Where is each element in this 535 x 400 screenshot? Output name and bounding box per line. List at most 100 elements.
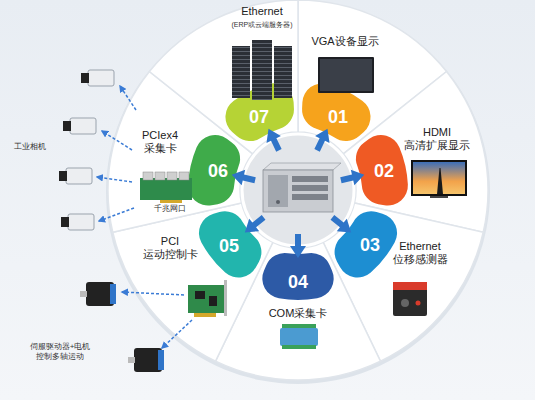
callout-number: 05 — [219, 236, 239, 258]
number-petal — [356, 135, 408, 206]
chip — [209, 296, 217, 306]
camera-body — [68, 214, 94, 230]
industrial-pc — [263, 163, 341, 212]
industrial-cameras — [59, 70, 136, 230]
hdmi-display — [411, 160, 467, 198]
tv-stand — [430, 196, 448, 198]
number-petal — [302, 83, 370, 141]
number-petal — [188, 135, 240, 206]
ethernet-port — [155, 172, 165, 180]
camera-lens — [59, 171, 67, 181]
hub-arrow — [261, 125, 286, 154]
sensor-body — [393, 282, 427, 316]
hub-arrow — [310, 125, 335, 154]
motor-arrow — [122, 292, 184, 295]
pc-top — [263, 163, 341, 170]
motor-shaft — [80, 291, 87, 297]
number-petal — [262, 253, 333, 300]
segment-label: PCIex4 采集卡 — [124, 129, 196, 155]
pc-front — [263, 170, 333, 212]
camera-body — [70, 118, 96, 134]
card-board — [140, 178, 192, 200]
camera-arrow — [97, 177, 132, 182]
callout-number: 06 — [208, 161, 228, 183]
camera — [81, 70, 114, 86]
pci-card — [188, 280, 227, 317]
camera-arrow — [120, 86, 136, 110]
camera — [63, 118, 96, 134]
pcie-card — [140, 172, 192, 203]
card-bracket — [224, 280, 227, 316]
port-label: 千兆网口 — [140, 204, 200, 213]
com-module — [280, 324, 318, 349]
callout-number: 01 — [328, 107, 348, 129]
number-petal — [199, 211, 261, 277]
hub-arrow — [240, 211, 269, 238]
ethernet-port — [143, 172, 153, 180]
drive-bay — [292, 176, 328, 182]
hub-arrow — [339, 167, 366, 188]
terminal-block — [282, 324, 316, 329]
callout-number: 03 — [360, 235, 380, 257]
displacement-sensor — [393, 282, 427, 316]
vga-monitor — [318, 57, 374, 93]
monitor-frame — [318, 57, 374, 93]
server-rack — [232, 40, 292, 100]
camera-lens — [81, 73, 89, 83]
servo-motor — [80, 282, 116, 306]
sensor-cap — [393, 282, 427, 290]
camera-body — [88, 70, 114, 86]
terminal-block — [282, 345, 316, 349]
ethernet-port — [167, 172, 177, 180]
motor-body — [86, 282, 114, 306]
servo-motors — [80, 282, 192, 372]
hub-arrow — [327, 211, 356, 238]
sensor-emitter — [416, 301, 421, 306]
tv-frame — [411, 160, 467, 196]
module-body — [280, 328, 318, 346]
camera-arrow — [102, 131, 132, 150]
ethernet-port — [179, 172, 189, 180]
tv-screen — [413, 162, 465, 194]
motor-cap — [158, 350, 164, 370]
callout-number: 04 — [288, 272, 308, 294]
power-button — [276, 200, 280, 204]
callout-number: 02 — [374, 161, 394, 183]
motor-body — [134, 348, 162, 372]
number-petal — [225, 83, 293, 141]
monitor-screen — [320, 59, 372, 91]
motor-links — [122, 292, 192, 348]
wheel-segment: 07Ethernet(ERP或云端服务器) — [149, 0, 298, 154]
rack — [252, 40, 272, 100]
segment-label: Ethernet 位移感测器 — [384, 240, 456, 266]
number-petal — [335, 211, 397, 277]
camera-links — [97, 86, 136, 221]
camera-arrow — [99, 208, 134, 221]
pc-panel — [268, 175, 288, 207]
servo-motor — [128, 348, 164, 372]
camera-lens — [63, 121, 71, 131]
camera-label: 工业相机 — [14, 142, 46, 152]
callout-number: 07 — [249, 107, 269, 129]
card-board — [188, 285, 224, 313]
segment-label: HDMI 高清扩展显示 — [401, 126, 473, 152]
segment-label: COM采集卡 — [262, 307, 334, 320]
motor-label: 伺服驱动器+电机 控制多轴运动 — [21, 342, 99, 363]
motor-shaft — [128, 357, 135, 363]
segment-label: PCI 运动控制卡 — [134, 235, 206, 261]
hub-arrow — [290, 234, 306, 258]
chip — [195, 291, 205, 299]
hub-arrow — [230, 167, 257, 188]
gold-fingers — [194, 313, 216, 317]
motor-arrow — [162, 320, 192, 348]
sensor-lens — [401, 299, 409, 307]
hub-arrows — [230, 125, 366, 258]
wheel-shadow — [106, 0, 490, 384]
motor-cap — [110, 284, 116, 304]
rack — [232, 46, 250, 98]
segment-label: Ethernet — [226, 5, 298, 18]
rack — [274, 46, 292, 98]
segment-label: VGA设备显示 — [309, 35, 381, 48]
drive-bay — [292, 194, 328, 200]
